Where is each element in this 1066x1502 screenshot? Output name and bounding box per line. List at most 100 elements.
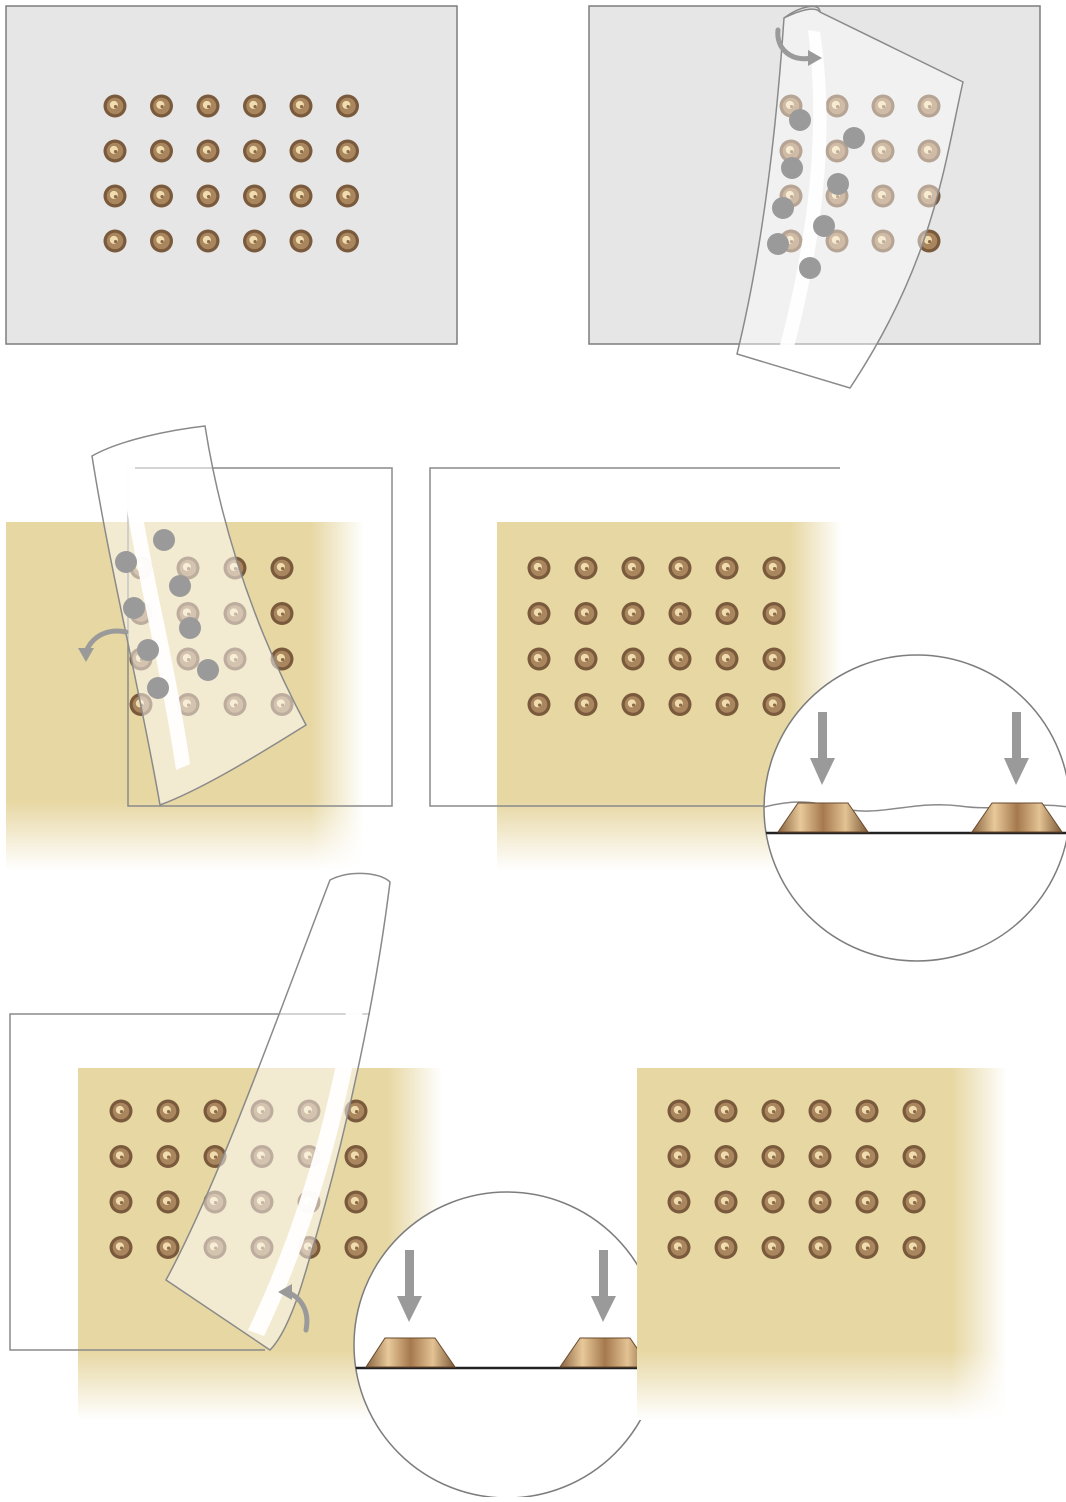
gray-surface	[6, 6, 457, 344]
rhinestone-icon	[157, 1191, 180, 1214]
picked-stone	[781, 157, 803, 179]
picked-stone	[789, 109, 811, 131]
step-4-panel	[430, 468, 1066, 961]
rhinestone-icon	[669, 648, 692, 671]
picked-stone	[179, 617, 201, 639]
rhinestone-icon	[903, 1236, 926, 1259]
rhinestone-icon	[104, 230, 127, 253]
rhinestone-icon	[762, 1100, 785, 1123]
rhinestone-icon	[150, 140, 173, 163]
step-6-panel	[637, 1068, 1007, 1420]
rhinestone-icon	[715, 1236, 738, 1259]
rhinestone-icon	[856, 1145, 879, 1168]
rhinestone-icon	[197, 230, 220, 253]
rhinestone-icon	[622, 648, 645, 671]
picked-stone	[115, 551, 137, 573]
rhinestone-icon	[668, 1100, 691, 1123]
rhinestone-icon	[204, 1100, 227, 1123]
picked-stone	[123, 597, 145, 619]
picked-stone	[799, 257, 821, 279]
rhinestone-icon	[150, 95, 173, 118]
rhinestone-icon	[809, 1236, 832, 1259]
rhinestone-icon	[575, 557, 598, 580]
magnifier-circle	[350, 1192, 665, 1497]
rhinestone-icon	[575, 648, 598, 671]
rhinestone-icon	[716, 557, 739, 580]
picked-stone	[827, 173, 849, 195]
picked-stone	[137, 639, 159, 661]
step-2-panel	[589, 6, 1040, 388]
rhinestone-icon	[243, 230, 266, 253]
rhinestone-icon	[575, 693, 598, 716]
rhinestone-icon	[243, 185, 266, 208]
rhinestone-icon	[150, 230, 173, 253]
rhinestone-icon	[271, 602, 294, 625]
rhinestone-icon	[622, 557, 645, 580]
rhinestone-icon	[104, 95, 127, 118]
rhinestone-icon	[856, 1191, 879, 1214]
rhinestone-icon	[762, 1191, 785, 1214]
rhinestone-icon	[290, 140, 313, 163]
rhinestone-icon	[290, 230, 313, 253]
rhinestone-icon	[243, 95, 266, 118]
rhinestone-icon	[290, 95, 313, 118]
rhinestone-icon	[762, 1236, 785, 1259]
rhinestone-icon	[104, 185, 127, 208]
rhinestone-icon	[903, 1191, 926, 1214]
rhinestone-icon	[110, 1236, 133, 1259]
rhinestone-icon	[809, 1191, 832, 1214]
picked-stone	[197, 659, 219, 681]
rhinestone-icon	[575, 602, 598, 625]
rhinestone-icon	[715, 1145, 738, 1168]
rhinestone-icon	[762, 1145, 785, 1168]
rhinestone-icon	[716, 602, 739, 625]
rhinestone-icon	[528, 693, 551, 716]
picked-stone	[843, 127, 865, 149]
picked-stone	[767, 233, 789, 255]
rhinestone-icon	[345, 1191, 368, 1214]
rhinestone-icon	[110, 1100, 133, 1123]
step-5-panel	[10, 873, 665, 1497]
rhinestone-icon	[668, 1191, 691, 1214]
rhinestone-icon	[716, 693, 739, 716]
rhinestone-icon	[903, 1100, 926, 1123]
rhinestone-icon	[197, 140, 220, 163]
rhinestone-icon	[668, 1145, 691, 1168]
rhinestone-icon	[715, 1191, 738, 1214]
picked-stone	[169, 575, 191, 597]
rhinestone-icon	[150, 185, 173, 208]
rhinestone-icon	[157, 1100, 180, 1123]
rhinestone-icon	[197, 95, 220, 118]
rhinestone-icon	[345, 1145, 368, 1168]
rhinestone-icon	[110, 1145, 133, 1168]
rhinestone-icon	[669, 693, 692, 716]
rhinestone-icon	[763, 557, 786, 580]
rhinestone-icon	[856, 1236, 879, 1259]
rhinestone-icon	[903, 1145, 926, 1168]
step-1-panel	[6, 6, 457, 344]
picked-stone	[153, 529, 175, 551]
rhinestone-icon	[336, 95, 359, 118]
rhinestone-icon	[345, 1236, 368, 1259]
rhinestone-icon	[336, 140, 359, 163]
rhinestone-icon	[856, 1100, 879, 1123]
rhinestone-icon	[622, 602, 645, 625]
rhinestone-icon	[716, 648, 739, 671]
rhinestone-icon	[763, 693, 786, 716]
rhinestone-icon	[157, 1236, 180, 1259]
rhinestone-icon	[809, 1100, 832, 1123]
rhinestone-icon	[271, 557, 294, 580]
rhinestone-icon	[809, 1145, 832, 1168]
rhinestone-icon	[243, 140, 266, 163]
rhinestone-icon	[763, 602, 786, 625]
rhinestone-icon	[157, 1145, 180, 1168]
step-3-panel	[6, 426, 392, 870]
rhinestone-icon	[668, 1236, 691, 1259]
picked-stone	[772, 197, 794, 219]
rhinestone-icon	[763, 648, 786, 671]
rhinestone-icon	[104, 140, 127, 163]
rhinestone-icon	[528, 557, 551, 580]
rhinestone-icon	[110, 1191, 133, 1214]
